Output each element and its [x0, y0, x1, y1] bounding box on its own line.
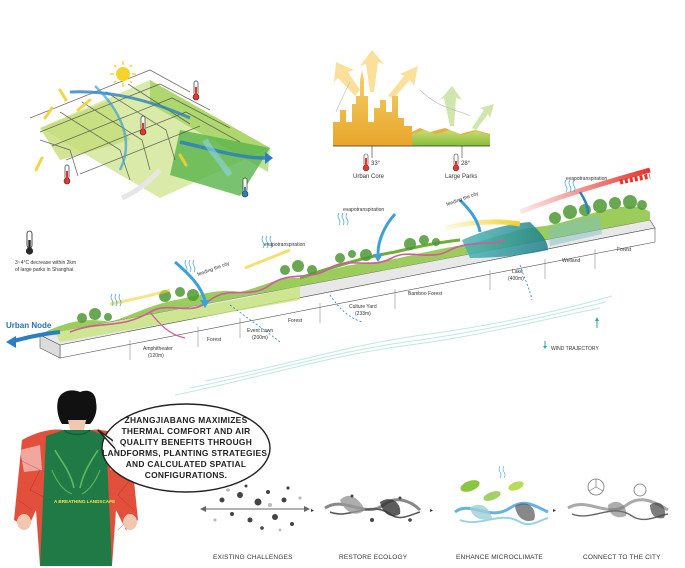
- skyline-temperature-diagram: 33° Urban Core 28° Large Parks: [333, 50, 494, 180]
- thermometer-icon: [452, 153, 460, 172]
- thermometer-icon: [362, 153, 370, 172]
- step-restore-ecology: RESTORE ECOLOGY: [324, 494, 422, 561]
- sun-icon: [110, 61, 136, 87]
- thermometer-icon: [63, 164, 71, 185]
- parks-temperature: 28°: [461, 161, 471, 167]
- arrow-right-icon: ▸: [430, 508, 433, 514]
- thermometer-icon: [139, 115, 147, 136]
- thermometer-icon: [25, 230, 34, 255]
- zone-label: Culture Yard: [349, 304, 377, 310]
- cooling-note-line2: of large parks in Shanghai: [15, 267, 73, 273]
- statement-bubble: ZHANGJIABANG MAXIMIZES THERMAL COMFORT A…: [97, 403, 271, 493]
- zone-label: Forest: [617, 247, 632, 253]
- zone-label: Forest: [207, 337, 222, 343]
- strategy-steps: EXISTING CHALLENGES ▸ RESTORE ECOLOGY ▸: [200, 465, 669, 561]
- zone-labels: Amphitheater (120m) Forest Event Lawn (2…: [143, 247, 632, 359]
- statement-line: LANDFORMS, PLANTING STRATEGIES,: [102, 448, 270, 458]
- evapotranspiration-label: evapotranspiration: [264, 242, 305, 248]
- zone-label-detail: (200m): [252, 335, 268, 341]
- urban-core-temperature: 33°: [371, 161, 381, 167]
- evapotranspiration-label: evapotranspiration: [566, 176, 607, 182]
- step-enhance-microclimate: ENHANCE MICROCLIMATE: [454, 465, 549, 561]
- zone-label: Bamboo Forest: [408, 291, 443, 297]
- landscape-section: Urban Node feeding the city feeding the …: [6, 167, 656, 396]
- statement-line: ZHANGJIABANG MAXIMIZES: [125, 415, 248, 425]
- arrow-right-icon: ▸: [311, 508, 314, 514]
- shirt-text: A BREATHING LANDSCAPE: [54, 499, 115, 504]
- statement-line: THERMAL COMFORT AND AIR: [122, 426, 251, 436]
- step-connect-to-the-city: CONNECT TO THE CITY: [567, 478, 669, 561]
- urban-node-label: Urban Node: [6, 321, 52, 330]
- feeding-the-city-label: feeding the city: [197, 261, 231, 278]
- step-label-highlight: ENHANCE MICROCLIMATE: [456, 554, 543, 561]
- zone-label-detail: (120m): [148, 353, 164, 359]
- zone-label: Forest: [288, 318, 303, 324]
- cooling-note-line1: 3~4°C decrease within 2km: [15, 260, 76, 266]
- cooling-note: 3~4°C decrease within 2km of large parks…: [15, 230, 76, 273]
- wind-trajectory-label: WIND TRAJECTORY: [551, 346, 599, 352]
- statement-line: AND CALCULATED SPATIAL: [126, 459, 247, 469]
- zone-label-detail: (400m): [508, 276, 524, 282]
- step-existing-challenges: EXISTING CHALLENGES: [200, 484, 310, 561]
- urban-core-label: Urban Core: [353, 174, 385, 180]
- zone-label: Wetland: [562, 258, 580, 264]
- zone-label: Amphitheater: [143, 346, 173, 352]
- statement-line: CONFIGURATIONS.: [145, 470, 228, 480]
- statement-line: QUALITY BENEFITS THROUGH: [120, 437, 252, 447]
- zone-label-detail: (233m): [355, 311, 371, 317]
- figure-illustration: A BREATHING LANDSCAPE: [14, 390, 138, 566]
- zone-label: Lake: [512, 269, 523, 275]
- thermometer-icon: [241, 177, 249, 198]
- zone-label: Event Lawn: [247, 328, 273, 334]
- feeding-the-city-label: feeding the city: [446, 191, 480, 208]
- arrow-right-icon: ▸: [553, 508, 556, 514]
- step-label: RESTORE ECOLOGY: [339, 554, 408, 561]
- evapotranspiration-label: evapotranspiration: [343, 207, 384, 213]
- step-label: EXISTING CHALLENGES: [213, 554, 293, 561]
- step-label: CONNECT TO THE CITY: [583, 554, 661, 561]
- city-map-illustration: [29, 61, 273, 201]
- thermometer-icon: [192, 80, 200, 101]
- large-parks-label: Large Parks: [445, 174, 477, 180]
